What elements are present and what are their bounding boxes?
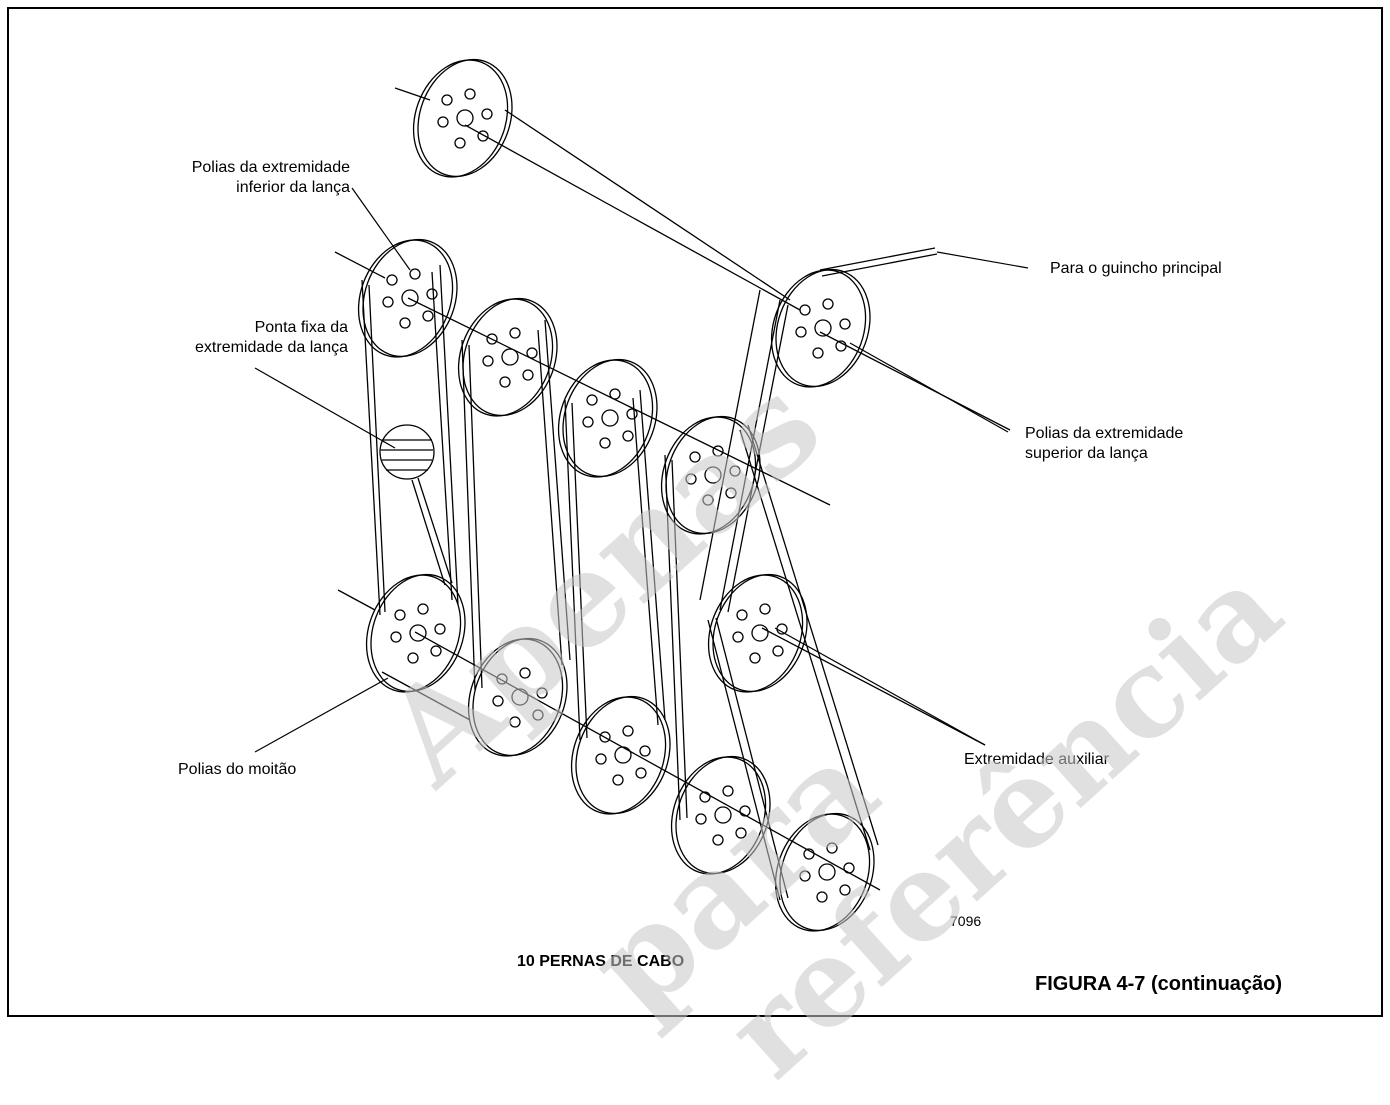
drawing-number: 7096 bbox=[950, 913, 982, 929]
reeving-diagram: Polias da extremidade inferior da lança … bbox=[7, 7, 1383, 1105]
sheave-block-1 bbox=[365, 573, 466, 693]
label-line: extremidade da lança bbox=[195, 339, 348, 356]
sheave-block-3 bbox=[570, 695, 671, 815]
rope-lines bbox=[361, 109, 938, 901]
sheave-block-4 bbox=[670, 755, 771, 875]
sheave-boom-2 bbox=[457, 297, 558, 417]
figure-title: FIGURA 4-7 (continuação) bbox=[1035, 973, 1283, 995]
label-to-main-winch: Para o guincho principal bbox=[1050, 260, 1222, 277]
sheave-boom-3 bbox=[557, 358, 658, 478]
label-line: Polias da extremidade bbox=[191, 159, 350, 176]
label-block-sheaves: Polias do moitão bbox=[178, 761, 297, 778]
label-auxiliary-end: Extremidade auxiliar bbox=[964, 751, 1109, 768]
label-dead-end: Ponta fixa da extremidade da lança bbox=[95, 318, 348, 358]
dead-end-anchor bbox=[379, 424, 435, 480]
label-upper-boom-sheaves: Polias da extremidade superior da lança bbox=[1025, 424, 1183, 464]
shafts bbox=[334, 87, 1011, 891]
label-line: inferior da lança bbox=[236, 179, 350, 196]
sheave-drawing bbox=[254, 58, 1029, 932]
label-line: Ponta fixa da bbox=[254, 319, 348, 336]
sheave-top-idler bbox=[412, 58, 513, 178]
label-line: superior da lança bbox=[1025, 445, 1148, 462]
sheave-upper-boom bbox=[770, 268, 871, 388]
sheaves bbox=[357, 58, 875, 932]
figure-caption: 10 PERNAS DE CABO bbox=[517, 953, 685, 970]
label-lower-boom-sheaves: Polias da extremidade inferior da lança bbox=[95, 158, 350, 198]
sheave-boom-4 bbox=[660, 415, 761, 535]
label-line: Polias da extremidade bbox=[1025, 425, 1184, 442]
leader-lines bbox=[254, 187, 1029, 753]
sheave-lower-right bbox=[774, 812, 875, 932]
sheave-lower-boom bbox=[357, 238, 458, 358]
sheave-block-2 bbox=[467, 637, 568, 757]
